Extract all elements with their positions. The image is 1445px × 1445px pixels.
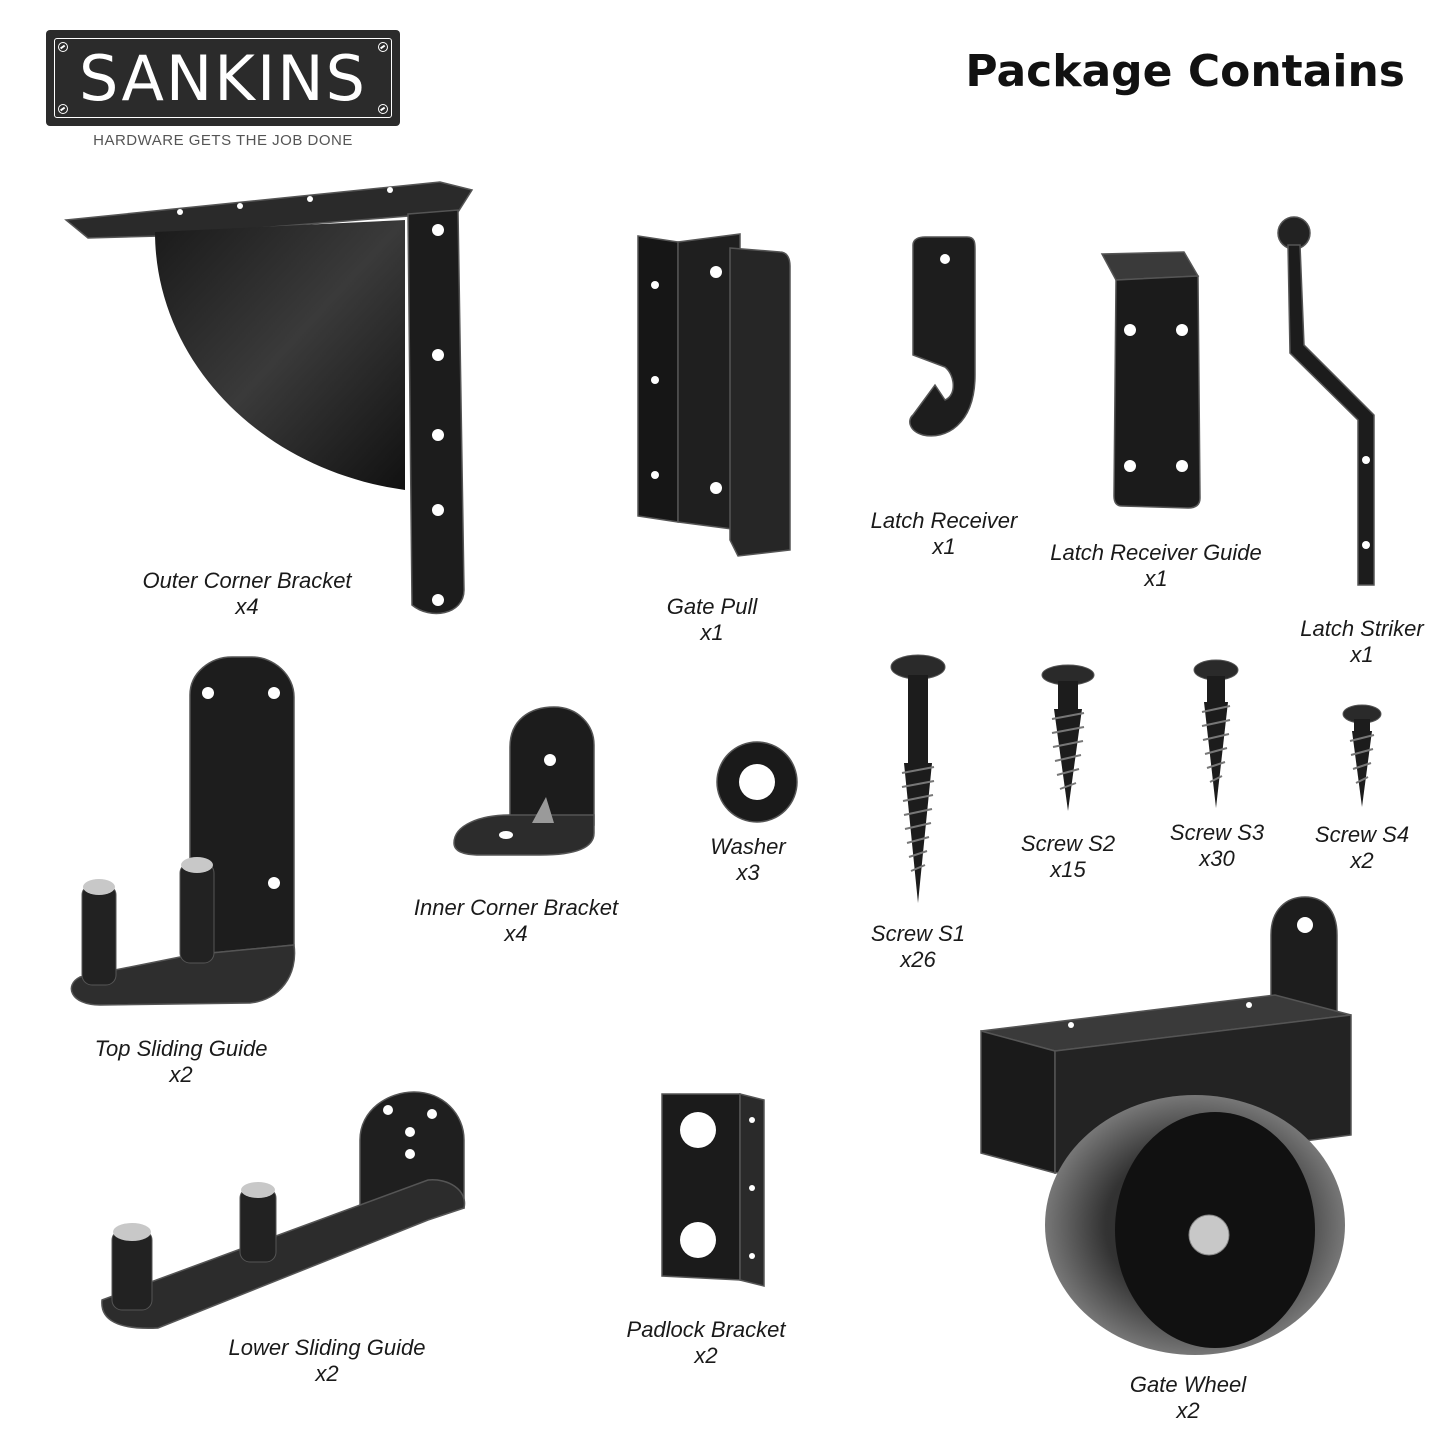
latch-striker-image [1277,216,1375,586]
screw-s4-image [1342,704,1382,807]
top-sliding-guide-image [70,656,296,1006]
logo-frame [54,38,392,118]
brand-logo: SANKINS [46,30,400,126]
outer-corner-bracket-image [64,181,474,615]
washer-image [716,741,798,823]
latch-receiver-guide-image [1100,251,1201,509]
screw-s2-image [1041,664,1095,811]
lower-sliding-guide-image [101,1091,466,1329]
latch-receiver-image [909,236,976,437]
inner-corner-bracket-image [453,706,595,856]
page-title: Package Contains [965,46,1405,97]
brand-name: SANKINS [79,42,367,115]
screw-s1-image [890,654,946,903]
screw-icon [378,104,388,114]
brand-tagline: HARDWARE GETS THE JOB DONE [93,132,353,149]
screw-s3-image [1193,659,1239,808]
padlock-bracket-image [661,1093,765,1287]
screw-icon [58,104,68,114]
gate-pull-image [637,233,791,557]
screw-icon [378,42,388,52]
screw-icon [58,42,68,52]
gate-wheel-image [980,896,1352,1355]
